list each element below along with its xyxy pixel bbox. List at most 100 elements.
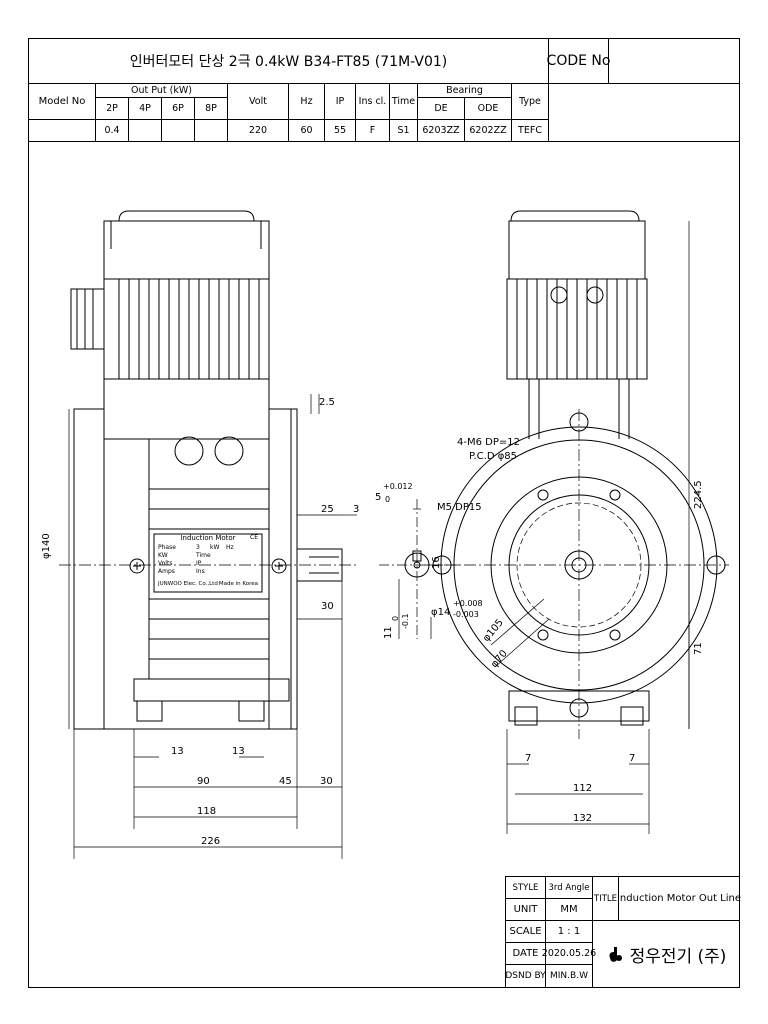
dsnd-label: DSND BY xyxy=(505,965,546,987)
output-8p-value xyxy=(195,120,228,141)
dim-11-tol-upper: 0 xyxy=(391,615,400,621)
drawing-title: 인버터모터 단상 2극 0.4kW B34-FT85 (71M-V01) xyxy=(29,39,549,84)
company-name: 정우전기 (주) xyxy=(629,946,727,967)
dim-holes: 4-M6 DP=12 xyxy=(457,437,520,448)
nameplate-mid-time: Time xyxy=(196,552,211,559)
output-6p-value xyxy=(162,120,195,141)
scale-label: SCALE xyxy=(506,921,546,943)
nameplate-text: Induction Motor CE Phase KW Volts Amps 3… xyxy=(154,534,262,592)
type-header: Type xyxy=(512,84,548,120)
inverter-top xyxy=(103,220,270,280)
dim-25: 25 xyxy=(321,504,334,515)
dim-shaft-dia: φ14 xyxy=(431,607,451,618)
dim-tap: M5 DP15 xyxy=(437,502,482,513)
model-no-value xyxy=(29,120,96,141)
dim-132: 132 xyxy=(573,813,593,824)
hz-header: Hz xyxy=(289,84,325,120)
style-value: 3rd Angle xyxy=(546,877,593,899)
time-header: Time xyxy=(390,84,418,120)
type-value: TEFC xyxy=(518,125,542,136)
nameplate-col-3: 3 xyxy=(196,544,200,551)
front-view xyxy=(424,210,729,739)
bearing-ode-header: ODE xyxy=(465,98,512,120)
dim-shaft-tol-upper: +0.008 xyxy=(453,599,483,608)
model-no-header: Model No xyxy=(29,84,96,120)
dim-key-height: 16 xyxy=(431,556,442,569)
dim-11: 11 xyxy=(383,626,394,639)
nameplate-company: JUNWOO Elec. Co.,Ltd xyxy=(158,581,218,587)
dim-30-bottom: 30 xyxy=(320,776,333,787)
ip-value: 55 xyxy=(325,120,356,141)
dim-112: 112 xyxy=(573,783,593,794)
volt-value: 220 xyxy=(228,120,289,141)
dsnd-value: MIN.B.W xyxy=(546,965,593,987)
scale-value: 1 : 1 xyxy=(546,921,593,943)
dim-shaft-tol-lower: -0.003 xyxy=(453,610,479,619)
company-cell: 정우전기 (주) xyxy=(593,921,739,987)
body-ribs xyxy=(149,488,269,660)
nameplate-col-hz: Hz xyxy=(226,544,234,551)
dim-3: 3 xyxy=(353,504,360,515)
date-label: DATE xyxy=(506,943,546,965)
dim-key-tol-lower: 0 xyxy=(385,495,391,504)
title-label: TITLE xyxy=(593,877,619,921)
motor-outline-drawing xyxy=(59,210,729,859)
nameplate-row-kw: KW xyxy=(158,552,168,559)
dim-11-tol-lower: -0.1 xyxy=(401,613,410,629)
spec-divider xyxy=(29,141,739,142)
nameplate-row-amps: Amps xyxy=(158,568,175,575)
nameplate-made-in: Made in Korea xyxy=(218,581,258,587)
nameplate-ce: CE xyxy=(250,534,258,541)
bearing-header: Bearing xyxy=(418,84,512,98)
dim-30-shaft: 30 xyxy=(321,601,334,612)
ins-value: F xyxy=(356,120,390,141)
dim-phi140: φ140 xyxy=(41,533,52,559)
dim-2-5: 2.5 xyxy=(319,397,335,408)
dim-90: 90 xyxy=(197,776,210,787)
volt-header: Volt xyxy=(228,84,289,120)
ip-header: IP xyxy=(325,84,356,120)
dim-224-5: 224.5 xyxy=(693,480,704,509)
ins-header: Ins cl. xyxy=(356,84,390,120)
hz-value: 60 xyxy=(289,120,325,141)
nameplate-mid-ins: Ins xyxy=(196,568,205,575)
code-no-label: CODE No xyxy=(547,39,610,84)
time-value: S1 xyxy=(390,120,418,141)
side-view xyxy=(59,210,359,730)
drawing-sheet: 인버터모터 단상 2극 0.4kW B34-FT85 (71M-V01) COD… xyxy=(28,38,741,988)
dim-45: 45 xyxy=(279,776,292,787)
nameplate-title: Induction Motor xyxy=(180,534,236,542)
code-no-value xyxy=(609,39,739,84)
bearing-ode-value: 6202ZZ xyxy=(465,120,512,141)
style-label: STYLE xyxy=(506,877,546,899)
output-2p-value: 0.4 xyxy=(96,120,129,141)
heatsink-fins xyxy=(118,279,260,379)
nameplate-col-kw: kW xyxy=(210,544,220,551)
pole-2p-header: 2P xyxy=(96,98,129,120)
bearing-de-header: DE xyxy=(418,98,465,120)
dim-118: 118 xyxy=(197,806,217,817)
title-value: Induction Motor Out Line xyxy=(617,877,741,921)
title-block: STYLE 3rd Angle TITLE Induction Motor Ou… xyxy=(505,876,741,987)
dim-key-tol-upper: +0.012 xyxy=(383,482,413,491)
date-value: 2020.05.26 xyxy=(542,943,596,965)
feet xyxy=(133,678,290,702)
fan-cover xyxy=(73,408,105,730)
dim-13-left: 13 xyxy=(171,746,184,757)
bearing-de-value: 6203ZZ xyxy=(418,120,465,141)
dimension-lines xyxy=(68,221,690,859)
dim-pcd: P.C.D φ85 xyxy=(469,451,518,462)
pole-8p-header: 8P xyxy=(195,98,228,120)
nameplate xyxy=(153,533,263,593)
dim-226: 226 xyxy=(201,836,221,847)
unit-label: UNIT xyxy=(506,899,546,921)
dim-7-right: 7 xyxy=(629,753,636,764)
nameplate-row-phase: Phase xyxy=(158,544,176,551)
dim-key-width: 5 xyxy=(375,492,382,503)
cable-gland xyxy=(70,288,105,350)
nameplate-row-volts: Volts xyxy=(158,560,173,567)
dim-7-left: 7 xyxy=(525,753,532,764)
company-logo-icon xyxy=(609,947,622,962)
output-4p-value xyxy=(129,120,162,141)
pole-4p-header: 4P xyxy=(129,98,162,120)
